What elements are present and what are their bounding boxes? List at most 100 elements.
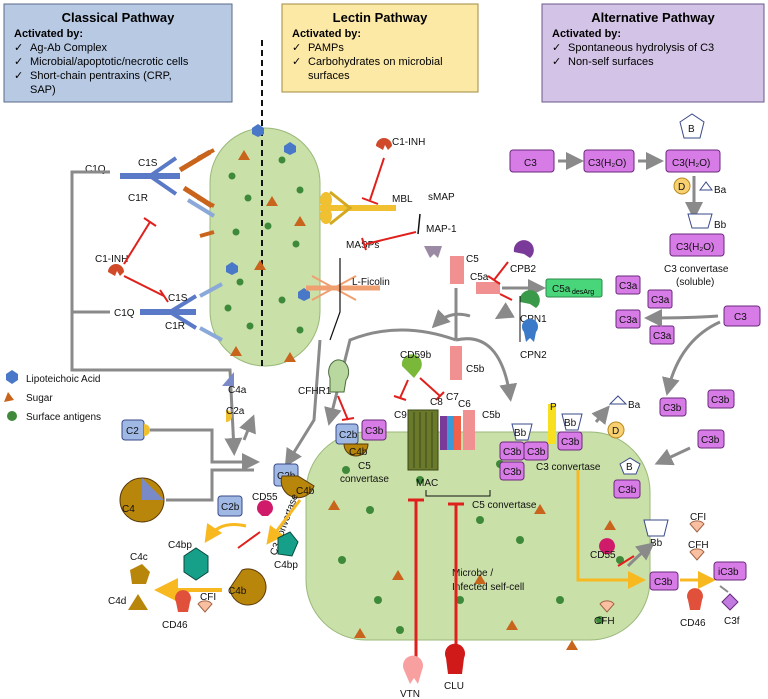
c3-convertase-classical: C2b C4b — [273, 463, 315, 499]
svg-text:C3a: C3a — [653, 331, 672, 342]
svg-text:C3a: C3a — [619, 281, 638, 292]
c5a-label: C5a — [470, 272, 489, 283]
c1s-top-label: C1S — [138, 158, 158, 169]
svg-text:C4b: C4b — [228, 586, 247, 597]
c4bp-right-label: C4bp — [274, 560, 298, 571]
masps-label: MASPs — [346, 240, 379, 251]
svg-text:C3a: C3a — [619, 315, 638, 326]
c5b-right-label: C5b — [482, 410, 501, 421]
cfi-right-icon — [689, 520, 705, 533]
svg-text:P: P — [550, 402, 557, 413]
c3a-group: C3a C3a C3a C3a — [615, 275, 675, 345]
c1s-bottom-label: C1S — [168, 293, 188, 304]
bb-right-icon — [643, 519, 669, 537]
sugar-legend-icon — [4, 392, 14, 402]
svg-text:Bb: Bb — [714, 220, 727, 231]
lectin-item: Carbohydrates on microbial — [308, 56, 443, 68]
c1q-top-label: C1Q — [85, 164, 106, 175]
c2-label: C2 — [126, 426, 139, 437]
svg-text:Bb: Bb — [650, 538, 663, 549]
antibody-group — [197, 148, 215, 238]
c1r-bottom-label: C1R — [165, 321, 185, 332]
c1inh-top-icon — [376, 138, 392, 150]
svg-text:C3(H₂O): C3(H₂O) — [676, 242, 714, 253]
svg-text:Ba: Ba — [628, 400, 641, 411]
bb-top-icon — [687, 213, 713, 229]
cd59b-icon — [401, 354, 422, 378]
svg-text:C3(H₂O): C3(H₂O) — [588, 158, 626, 169]
ba-icon-mid — [608, 395, 628, 405]
cfh-right-label: CFH — [688, 540, 709, 551]
c2a-label: C2a — [226, 406, 245, 417]
microbe-label-2: Infected self-cell — [452, 582, 524, 593]
c2a-icon — [226, 410, 232, 422]
lta-legend-icon — [6, 370, 18, 384]
cd46-right-label: CD46 — [680, 618, 706, 629]
svg-text:B: B — [626, 462, 633, 473]
c1r-top-label: C1R — [128, 193, 148, 204]
c9-label: C9 — [394, 410, 407, 421]
svg-text:✓: ✓ — [14, 42, 23, 54]
c1inh-left-label: C1-INH — [95, 254, 128, 265]
cd59b-label: CD59b — [400, 350, 432, 361]
c5-convertase-left: C2b C3b C4b — [335, 419, 387, 458]
c3b-scatter: C3b C3b C3b — [659, 389, 735, 449]
inhibit-line — [123, 221, 151, 265]
c5-block — [450, 256, 464, 284]
d-factor-top — [673, 177, 691, 195]
svg-text:✓: ✓ — [292, 42, 301, 54]
svg-text:✓: ✓ — [552, 42, 561, 54]
c3-convertase-soluble-1: C3 convertase — [664, 264, 729, 275]
classical-item: SAP) — [30, 84, 56, 96]
svg-text:C3(H₂O): C3(H₂O) — [672, 158, 710, 169]
c3-top: C3 — [509, 149, 555, 173]
cpn2-icon — [522, 318, 538, 342]
svg-text:C4b: C4b — [296, 486, 315, 497]
microbe-cell-lower — [305, 431, 651, 650]
c3f-label: C3f — [724, 616, 740, 627]
alternative-activated: Activated by: — [552, 28, 621, 40]
c4d-label: C4d — [108, 596, 126, 607]
lectin-pathway-box: Lectin Pathway Activated by: ✓ PAMPs ✓ C… — [281, 3, 479, 93]
c4c-label: C4c — [130, 552, 148, 563]
svg-text:iC3b: iC3b — [718, 567, 739, 578]
d-factor-mid — [607, 421, 625, 439]
c3-convertase-alt: P Bb C3b — [548, 402, 583, 451]
c5-convertase-right: Bb C3b C3b C3b — [499, 423, 549, 481]
c5a-desarg-box: C5a desArg — [545, 278, 603, 298]
svg-text:✓: ✓ — [14, 56, 23, 68]
c3-right: C3 — [723, 305, 761, 327]
c1-complex-top — [120, 149, 216, 218]
mac-label: MAC — [416, 478, 438, 489]
svg-text:B: B — [688, 124, 695, 135]
c4b-free: C4b — [228, 568, 267, 606]
c3f-icon — [721, 593, 739, 611]
c4a-icon — [222, 372, 234, 386]
svg-text:D: D — [678, 182, 685, 193]
cd55-right-label: CD55 — [590, 550, 616, 561]
svg-text:C4b: C4b — [349, 447, 368, 458]
factor-b-top — [679, 113, 705, 139]
svg-text:Bb: Bb — [514, 428, 527, 439]
classical-pathway-box: Classical Pathway Activated by: ✓ Ag-Ab … — [3, 3, 233, 103]
c6-label: C6 — [458, 399, 471, 410]
svg-text:C3b: C3b — [503, 447, 522, 458]
cd46-left-icon — [175, 590, 191, 612]
alternative-title: Alternative Pathway — [591, 10, 715, 25]
svg-text:✓: ✓ — [292, 56, 301, 68]
c3h2o-first: C3(H₂O) — [583, 149, 635, 173]
smap-label: sMAP — [428, 192, 455, 203]
antigen-legend-icon — [7, 411, 17, 421]
alternative-pathway-box: Alternative Pathway Activated by: ✓ Spon… — [541, 3, 765, 103]
svg-text:Ba: Ba — [714, 185, 727, 196]
c5b-block — [450, 346, 462, 380]
svg-text:C2b: C2b — [221, 502, 240, 513]
svg-text:C3: C3 — [734, 312, 747, 323]
c1q-bottom-label: C1Q — [114, 308, 135, 319]
cfh-bottom-icon — [599, 600, 615, 613]
ic3b-box: iC3b — [713, 561, 747, 581]
c1-complex-bottom — [140, 282, 223, 342]
c4d-icon — [128, 594, 148, 610]
